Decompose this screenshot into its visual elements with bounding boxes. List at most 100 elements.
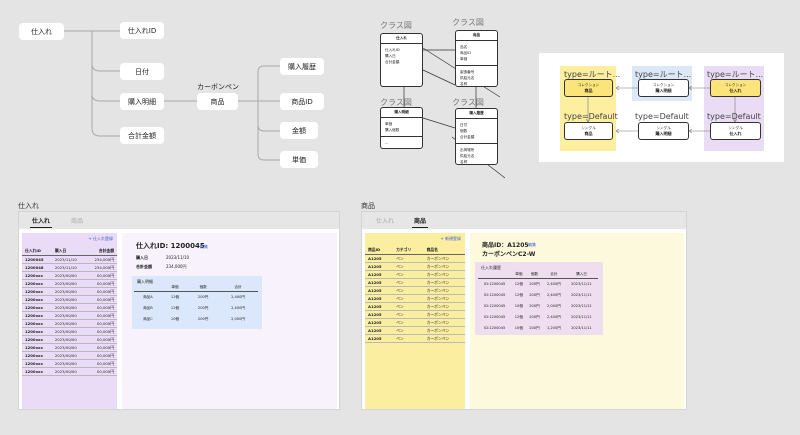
architecture-arrows [585,85,738,134]
tree-leaf-unit-price[interactable]: 単価 [280,151,318,168]
table-cell: 00,000円 [85,295,117,304]
edit-link[interactable]: 編集 [200,244,208,249]
collection-box-product[interactable]: コレクション商品 [564,79,613,97]
column-header: 購入日 [564,271,598,279]
table-cell: 1200xxx [22,287,52,296]
single-box-purchase[interactable]: シングル仕入れ [710,122,761,140]
table-cell: ペン [393,302,424,311]
purchase-tab-bar: 仕入れ 商品 [19,212,339,229]
table-cell: 200円 [197,294,209,299]
edit-link[interactable]: 編集 [528,242,536,247]
table-cell: 1200xxx [22,271,52,280]
tree-child-purchase-id[interactable]: 仕入れID [120,22,164,39]
table-cell: カーボンペン [423,310,465,319]
tab-purchase[interactable]: 仕入れ [376,218,395,225]
collection-box-purchase[interactable]: コレクション仕入れ [710,79,761,97]
tree-child-purchase-detail[interactable]: 購入明細 [120,93,164,110]
single-box-product[interactable]: シングル商品 [564,122,613,140]
single-box-purchase-detail[interactable]: シングル購入明細 [638,122,689,140]
table-cell: ペン [393,278,424,287]
table-cell: 1,200円 [546,325,561,330]
tab-purchase[interactable]: 仕入れ [29,218,53,228]
class-box-title: 仕入れ [381,34,422,44]
tab-product[interactable]: 商品 [71,218,84,225]
table-cell: A1205 [365,262,394,271]
add-product-link[interactable]: + 新規登録 [440,236,461,241]
table-cell: 200円 [529,314,540,319]
product-tab-bar: 仕入れ 商品 [362,212,686,229]
table-cell: 00,000円 [85,335,117,344]
add-purchase-link[interactable]: + 仕入れ登録 [88,236,113,241]
table-cell: 00,000円 [85,351,117,360]
table-cell: 2023/00/00 [51,335,86,344]
table-cell: 10個 [514,325,523,330]
architecture-diagram[interactable]: type=ルート... type=ルート... type=ルート... コレクシ… [539,53,784,162]
table-cell: A1205 [365,310,394,319]
class-box-purchase-detail[interactable]: 購入明細 単価購入個数 ... [380,107,423,149]
class-box-title: 商品 [456,31,497,41]
tree-relation-label: カーボンペン [197,83,239,91]
tab-product[interactable]: 商品 [411,218,429,228]
tree-child-date[interactable]: 日付 [120,63,164,80]
class-box-attributes: 単価購入個数 [385,122,400,132]
table-cell: 2,400円 [231,305,246,310]
table-cell: 1200xxx [22,279,52,288]
class-box-purchase-history[interactable]: 購入履歴 日付個数合計金額 出荷場所供給元名名称 [455,108,498,165]
tree-child-total[interactable]: 合計金額 [120,127,164,144]
table-cell: 2023/11/11 [571,293,592,297]
table-cell: 12個 [514,314,523,319]
table-cell: 10個 [514,303,523,308]
tree-middle-product-node[interactable]: 商品 [197,93,238,110]
table-cell: 2023/00/00 [51,295,86,304]
table-cell: 2,000円 [546,303,561,308]
tree-root-node[interactable]: 仕入れ [19,23,64,40]
table-cell: 2023/00/00 [51,303,86,312]
tree-leaf-product-id[interactable]: 商品ID [280,93,324,110]
table-cell: カーボンペン [423,334,465,343]
table-cell: 2,400円 [546,281,561,286]
column-header: 合計 [542,271,565,279]
tree-leaf-amount[interactable]: 金額 [280,122,318,139]
collection-box-purchase-detail[interactable]: コレクション購入明細 [638,79,689,97]
tree-leaf-history[interactable]: 購入履歴 [280,58,324,75]
